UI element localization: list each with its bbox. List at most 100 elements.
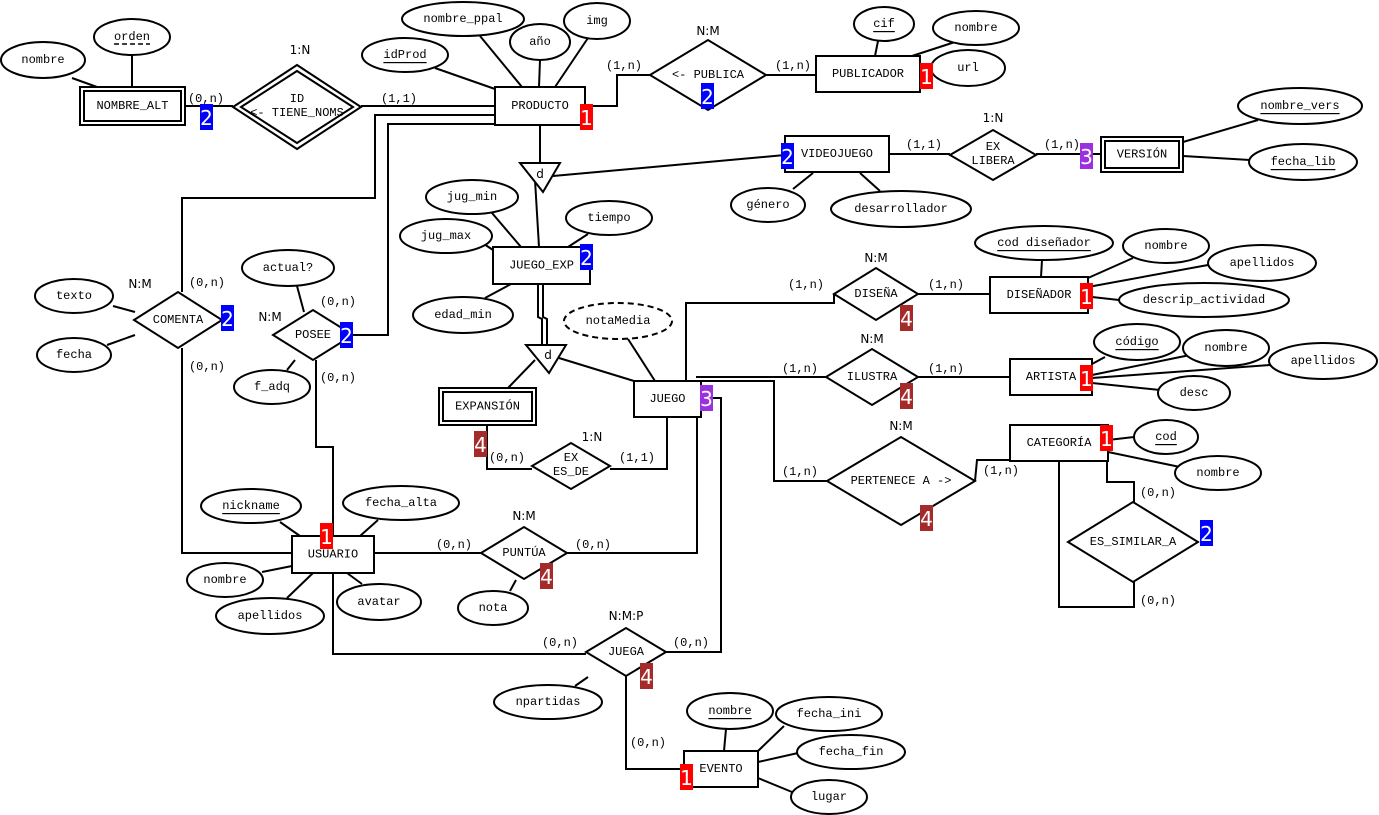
entity-box	[494, 86, 586, 126]
attribute-usu_apellidos[interactable]: apellidos	[215, 597, 325, 635]
entity-juego[interactable]: JUEGO	[633, 380, 702, 418]
attribute-ellipse	[1182, 329, 1270, 367]
attribute-ellipse	[1248, 143, 1358, 181]
attribute-dis_nombre[interactable]: nombre	[1122, 228, 1210, 264]
attribute-art_nombre[interactable]: nombre	[1182, 329, 1270, 367]
badge-number: 3	[700, 387, 713, 411]
attribute-ellipse	[686, 692, 774, 730]
attribute-cod_disenador[interactable]: cod diseñador	[974, 225, 1114, 261]
attribute-nickname[interactable]: nickname	[200, 488, 302, 524]
attribute-dis_apellidos[interactable]: apellidos	[1207, 244, 1317, 282]
entity-version[interactable]: VERSIÓN	[1100, 136, 1184, 173]
cardinality-label: (1,n)	[928, 278, 964, 292]
attribute-nombre_vers[interactable]: nombre_vers	[1237, 87, 1363, 125]
group-badge: 1	[1100, 425, 1113, 451]
group-badge: 1	[580, 104, 593, 130]
entity-label: JUEGO	[649, 392, 685, 406]
entity-categoria[interactable]: CATEGORÍA	[1009, 424, 1109, 462]
relationship-diamond	[832, 266, 920, 322]
attribute-jug_max[interactable]: jug_max	[399, 218, 493, 254]
relationship-tiene_noms[interactable]: ID<- TIENE_NOMS	[231, 63, 363, 151]
relationship-label: EX	[564, 451, 578, 465]
attribute-fecha[interactable]: fecha	[36, 337, 112, 373]
attribute-f_adq[interactable]: f_adq	[233, 369, 311, 405]
attribute-nombre_ppal[interactable]: nombre_ppal	[401, 1, 525, 37]
attribute-evt_nombre[interactable]: nombre	[686, 692, 774, 730]
entity-evento[interactable]: EVENTO	[683, 750, 759, 788]
attribute-fecha_ini[interactable]: fecha_ini	[775, 696, 883, 732]
entity-nombre_alt[interactable]: NOMBRE_ALT	[79, 86, 186, 126]
attribute-anio[interactable]: año	[509, 23, 571, 61]
attribute-genero[interactable]: género	[730, 187, 806, 223]
relationship-ilustra[interactable]: ILUSTRA	[824, 347, 920, 407]
connector-line	[491, 212, 522, 248]
badge-background	[900, 383, 913, 409]
attribute-ellipse	[493, 684, 603, 720]
relationship-juega[interactable]: JUEGA	[584, 626, 668, 678]
attribute-avatar[interactable]: avatar	[336, 583, 422, 621]
relationship-pertenece[interactable]: PERTENECE A ->	[825, 435, 977, 527]
entity-expansion[interactable]: EXPANSIÓN	[438, 387, 537, 426]
attribute-label: apellidos	[1230, 256, 1295, 270]
attribute-cat_nombre[interactable]: nombre	[1174, 455, 1262, 491]
attribute-cod[interactable]: cod	[1133, 419, 1199, 455]
disjoint-hierarchy-h1: d	[517, 162, 562, 194]
attribute-url[interactable]: url	[930, 49, 1006, 87]
entity-publicador[interactable]: PUBLICADOR	[815, 55, 921, 93]
attribute-na_orden[interactable]: orden	[93, 18, 171, 56]
attribute-fecha_lib[interactable]: fecha_lib	[1248, 143, 1358, 181]
attribute-usu_nombre[interactable]: nombre	[186, 562, 264, 598]
attribute-jug_min[interactable]: jug_min	[425, 179, 519, 215]
attribute-desarrollador[interactable]: desarrollador	[830, 190, 972, 228]
attribute-ellipse	[1122, 228, 1210, 264]
badge-number: 2	[340, 324, 353, 348]
connector-line	[552, 154, 786, 177]
attribute-lugar[interactable]: lugar	[790, 779, 868, 815]
badge-background	[680, 764, 693, 790]
entity-disenador[interactable]: DISEÑADOR	[989, 276, 1089, 314]
entity-producto[interactable]: PRODUCTO	[494, 86, 586, 126]
attribute-codigo[interactable]: código	[1093, 323, 1181, 361]
entity-artista[interactable]: ARTISTA	[1009, 358, 1093, 396]
relationship-es_similar[interactable]: ES_SIMILAR_A	[1066, 500, 1200, 584]
cardinality-label: (1,1)	[619, 451, 655, 465]
relationship-disena[interactable]: DISEÑA	[832, 266, 920, 322]
attribute-texto[interactable]: texto	[34, 278, 114, 314]
attribute-cif[interactable]: cif	[853, 6, 915, 42]
connector-line	[181, 114, 495, 292]
attribute-ellipse	[412, 296, 514, 334]
attribute-art_apellidos[interactable]: apellidos	[1268, 342, 1378, 380]
attribute-notamedia[interactable]: notaMedia	[563, 302, 673, 340]
attribute-fecha_alta[interactable]: fecha_alta	[342, 485, 460, 521]
connector-line	[507, 359, 536, 389]
attribute-label: nombre	[203, 573, 246, 587]
group-badge: 2	[701, 83, 714, 109]
attribute-edad_min[interactable]: edad_min	[412, 296, 514, 334]
attribute-actual[interactable]: actual?	[241, 249, 335, 287]
connector-line	[974, 459, 1010, 482]
entity-videojuego[interactable]: VIDEOJUEGO	[784, 135, 890, 173]
relationship-puntua[interactable]: PUNTÚA	[479, 525, 569, 581]
attribute-idprod[interactable]: idProd	[361, 37, 449, 73]
attribute-ellipse	[200, 488, 302, 524]
entity-juego_exp[interactable]: JUEGO_EXP	[492, 246, 591, 285]
attribute-nota[interactable]: nota	[457, 590, 529, 626]
relationship-comenta[interactable]: COMENTA	[132, 290, 224, 350]
attribute-tiempo[interactable]: tiempo	[565, 200, 653, 236]
relationship-publica[interactable]: <- PUBLICA	[648, 38, 768, 112]
badge-number: 4	[474, 433, 487, 457]
attribute-pub_nombre[interactable]: nombre	[932, 10, 1020, 46]
attribute-fecha_fin[interactable]: fecha_fin	[796, 734, 906, 770]
connector-line	[1058, 461, 1135, 608]
attribute-desc[interactable]: desc	[1157, 375, 1231, 411]
connector-line	[668, 380, 827, 482]
attribute-descrip[interactable]: descrip_actividad	[1118, 282, 1290, 318]
attribute-img[interactable]: img	[563, 2, 631, 40]
attribute-npartidas[interactable]: npartidas	[493, 684, 603, 720]
attribute-na_nombre[interactable]: nombre	[0, 41, 86, 79]
badge-number: 1	[1080, 285, 1093, 309]
connector-line	[353, 123, 495, 336]
